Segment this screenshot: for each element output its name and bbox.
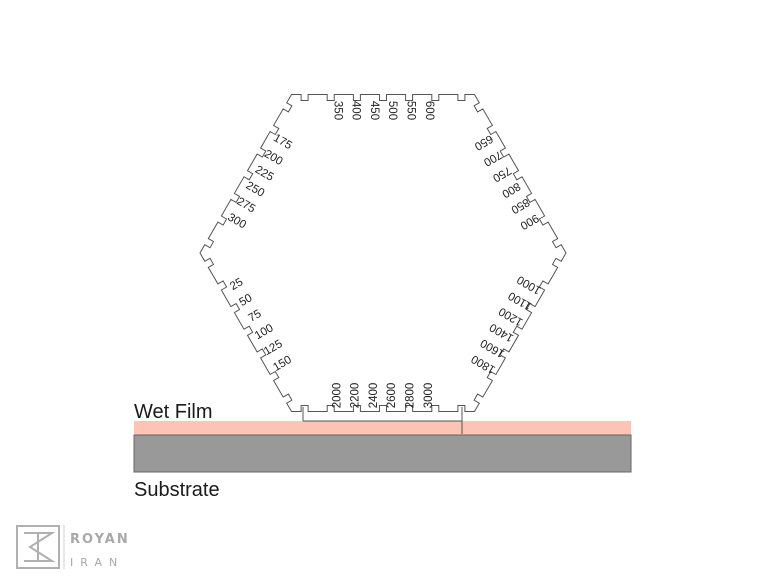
substrate-label: Substrate	[134, 479, 220, 501]
scale-label: 25	[228, 276, 245, 293]
scale-label: 2400	[368, 383, 380, 409]
royan-iran-logo: ROYAN IRAN	[16, 525, 130, 569]
scale-label: 50	[237, 292, 254, 309]
scale-label: 2200	[350, 383, 362, 409]
scale-label: 450	[368, 101, 380, 120]
substrate-layer	[133, 434, 632, 473]
wet-film-label: Wet Film	[134, 401, 213, 423]
scale-label: 75	[246, 308, 263, 325]
scale-label: 400	[350, 101, 362, 120]
scale-label: 600	[423, 101, 435, 120]
scale-label: 2800	[405, 383, 417, 409]
logo-sub: IRAN	[70, 556, 124, 569]
logo-name: ROYAN	[70, 532, 130, 547]
scale-label: 550	[404, 101, 416, 120]
scale-label: 500	[386, 101, 398, 120]
scale-label: 2600	[386, 383, 398, 409]
scale-label: 350	[331, 101, 343, 120]
wet-film-layer	[134, 421, 631, 435]
gauge-contact-step	[302, 407, 463, 434]
scale-label: 3000	[423, 383, 435, 409]
royan-logo-mark	[16, 525, 60, 569]
scale-label: 2000	[331, 383, 343, 409]
hexagonal-gauge-outline	[199, 94, 567, 412]
